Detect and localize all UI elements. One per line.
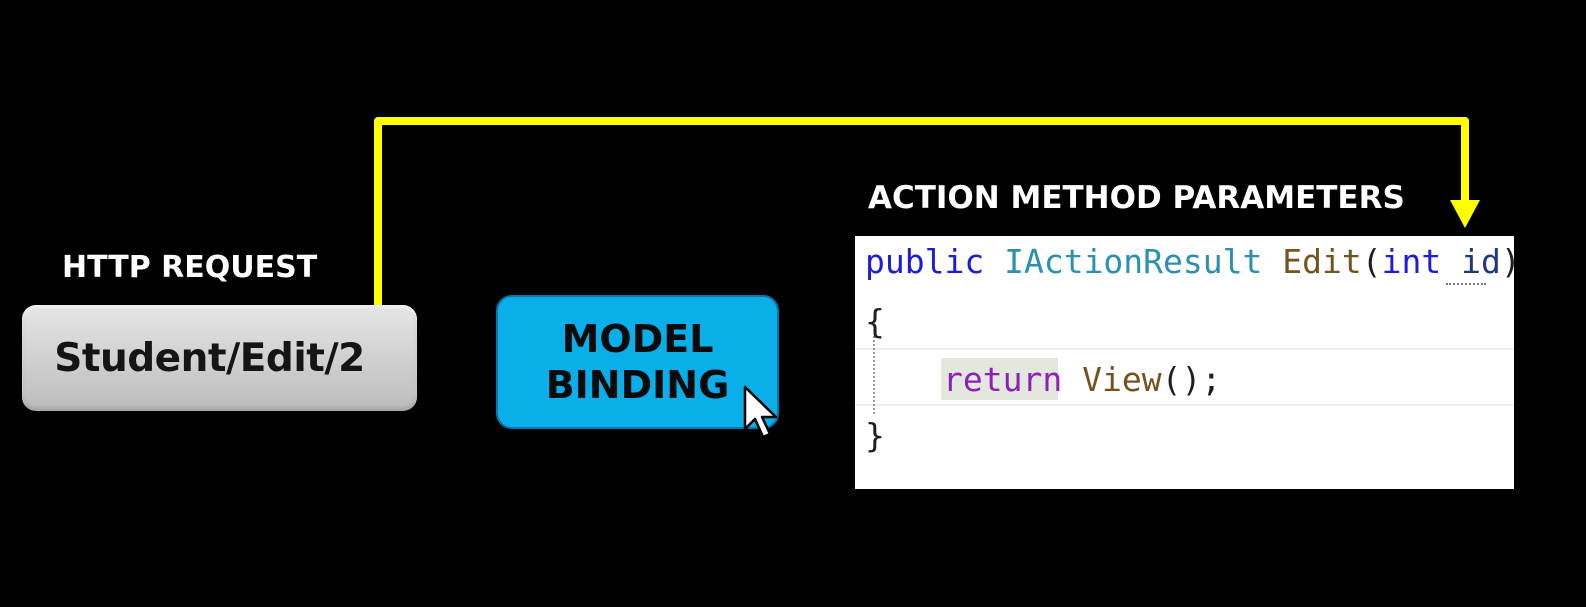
- keyword-public: public: [865, 242, 985, 281]
- keyword-int: int: [1381, 242, 1442, 281]
- model-binding-line2: BINDING: [545, 363, 730, 407]
- code-line-close-brace: }: [865, 416, 885, 455]
- mouse-pointer-icon: [743, 385, 778, 439]
- code-line-open-brace: {: [865, 302, 885, 341]
- model-binding-box[interactable]: MODEL BINDING: [496, 295, 779, 429]
- parameter-id: id: [1461, 242, 1501, 281]
- request-url: Student/Edit/2: [54, 335, 365, 381]
- return-type: IActionResult: [1004, 242, 1263, 281]
- keyword-highlight: [941, 358, 1058, 400]
- code-snippet-panel: public IActionResult Edit(int id) { retu…: [855, 236, 1521, 489]
- code-line-signature: public IActionResult Edit(int id): [865, 242, 1521, 282]
- http-request-label: HTTP REQUEST: [62, 250, 318, 285]
- keyword-return: return: [943, 360, 1063, 399]
- indent-guide: [873, 336, 875, 414]
- open-paren: (: [1361, 242, 1382, 281]
- connector-line: [374, 117, 1469, 316]
- current-line-highlight: [855, 348, 1514, 406]
- view-method: View: [1082, 360, 1162, 399]
- http-request-box: Student/Edit/2: [22, 305, 417, 411]
- call-suffix: ();: [1161, 360, 1222, 399]
- close-paren: ): [1500, 242, 1521, 281]
- arrowhead-parameter: [1450, 200, 1480, 228]
- method-name: Edit: [1282, 242, 1362, 281]
- parameter-underline: [1446, 283, 1486, 285]
- code-line-return: return View();: [943, 360, 1221, 400]
- model-binding-line1: MODEL: [561, 317, 714, 361]
- action-method-parameters-label: ACTION METHOD PARAMETERS: [868, 180, 1405, 216]
